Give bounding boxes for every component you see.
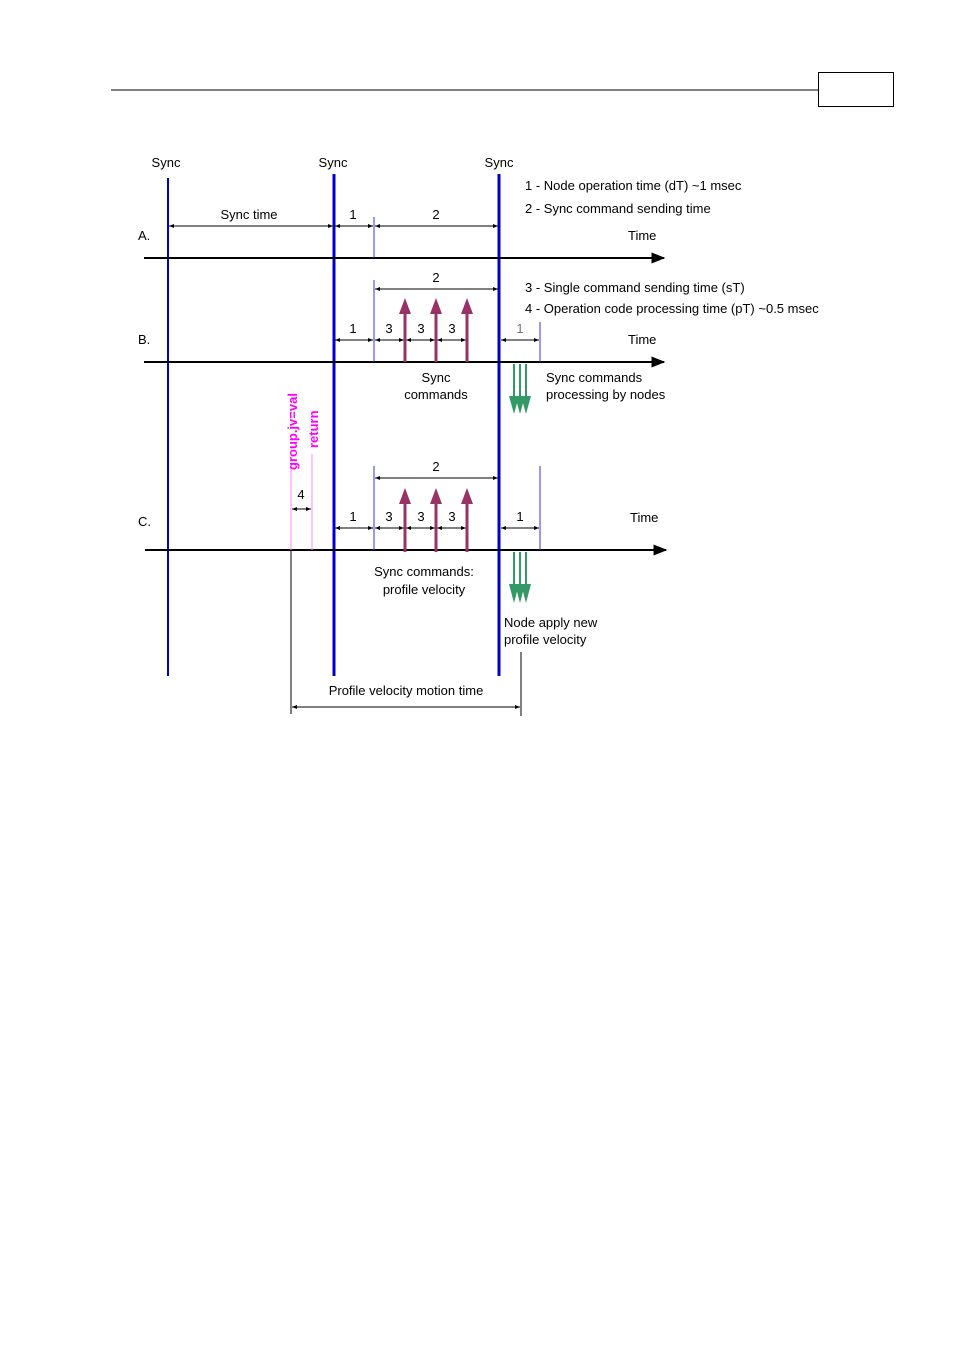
legend-item-3: 3 - Single command sending time (sT)	[525, 280, 745, 295]
row-c-time-label: Time	[630, 510, 658, 525]
row-b-command-arrow-3	[461, 298, 473, 362]
row-c-dim-1-after-label: 1	[516, 509, 523, 524]
profile-motion-time-label: Profile velocity motion time	[329, 683, 484, 698]
row-b-processing-arrows	[509, 364, 531, 414]
node-apply-line1: Node apply new	[504, 615, 598, 630]
row-c-dim-2-label: 2	[432, 459, 439, 474]
sync-label-1: Sync	[152, 155, 181, 170]
row-b-dim-1-after-label: 1	[516, 321, 523, 336]
row-b-time-label: Time	[628, 332, 656, 347]
return-label: return	[306, 410, 321, 448]
sync-time-label: Sync time	[220, 207, 277, 222]
row-c-dim-3a-label: 3	[385, 509, 392, 524]
row-b-dim-3b-label: 3	[417, 321, 424, 336]
node-apply-line2: profile velocity	[504, 632, 587, 647]
row-a-label: A.	[138, 228, 150, 243]
row-c-dim-3b-label: 3	[417, 509, 424, 524]
row-c-dim-3c-label: 3	[448, 509, 455, 524]
legend-item-4: 4 - Operation code processing time (pT) …	[525, 301, 819, 316]
row-c-label: C.	[138, 514, 151, 529]
row-c-command-arrow-3	[461, 488, 473, 552]
row-b-processing-line2: processing by nodes	[546, 387, 666, 402]
row-a-dim-2-label: 2	[432, 207, 439, 222]
row-b-command-arrow-2	[430, 298, 442, 362]
page-number-box	[818, 72, 894, 107]
row-b-dim-2-label: 2	[432, 270, 439, 285]
row-b-dim-3c-label: 3	[448, 321, 455, 336]
row-b-command-arrow-1	[399, 298, 411, 362]
row-b-processing-line1: Sync commands	[546, 370, 643, 385]
row-c-dim-1-label: 1	[349, 509, 356, 524]
row-c-processing-arrows	[509, 552, 531, 603]
legend-item-2: 2 - Sync command sending time	[525, 201, 711, 216]
sync-label-3: Sync	[485, 155, 514, 170]
row-b-dim-3a-label: 3	[385, 321, 392, 336]
row-b-label: B.	[138, 332, 150, 347]
row-c-commands-line2: profile velocity	[383, 582, 466, 597]
row-b-sync-commands-line2: commands	[404, 387, 468, 402]
row-a-dim-1-label: 1	[349, 207, 356, 222]
legend-item-1: 1 - Node operation time (dT) ~1 msec	[525, 178, 742, 193]
group-jv-label: group.jv=val	[285, 393, 300, 470]
row-c-commands-line1: Sync commands:	[374, 564, 474, 579]
row-c-command-arrow-2	[430, 488, 442, 552]
sync-label-2: Sync	[319, 155, 348, 170]
row-a-time-label: Time	[628, 228, 656, 243]
row-c-dim-4-label: 4	[297, 487, 304, 502]
row-b-sync-commands-line1: Sync	[422, 370, 451, 385]
row-b-dim-1-label: 1	[349, 321, 356, 336]
row-c-command-arrow-1	[399, 488, 411, 552]
